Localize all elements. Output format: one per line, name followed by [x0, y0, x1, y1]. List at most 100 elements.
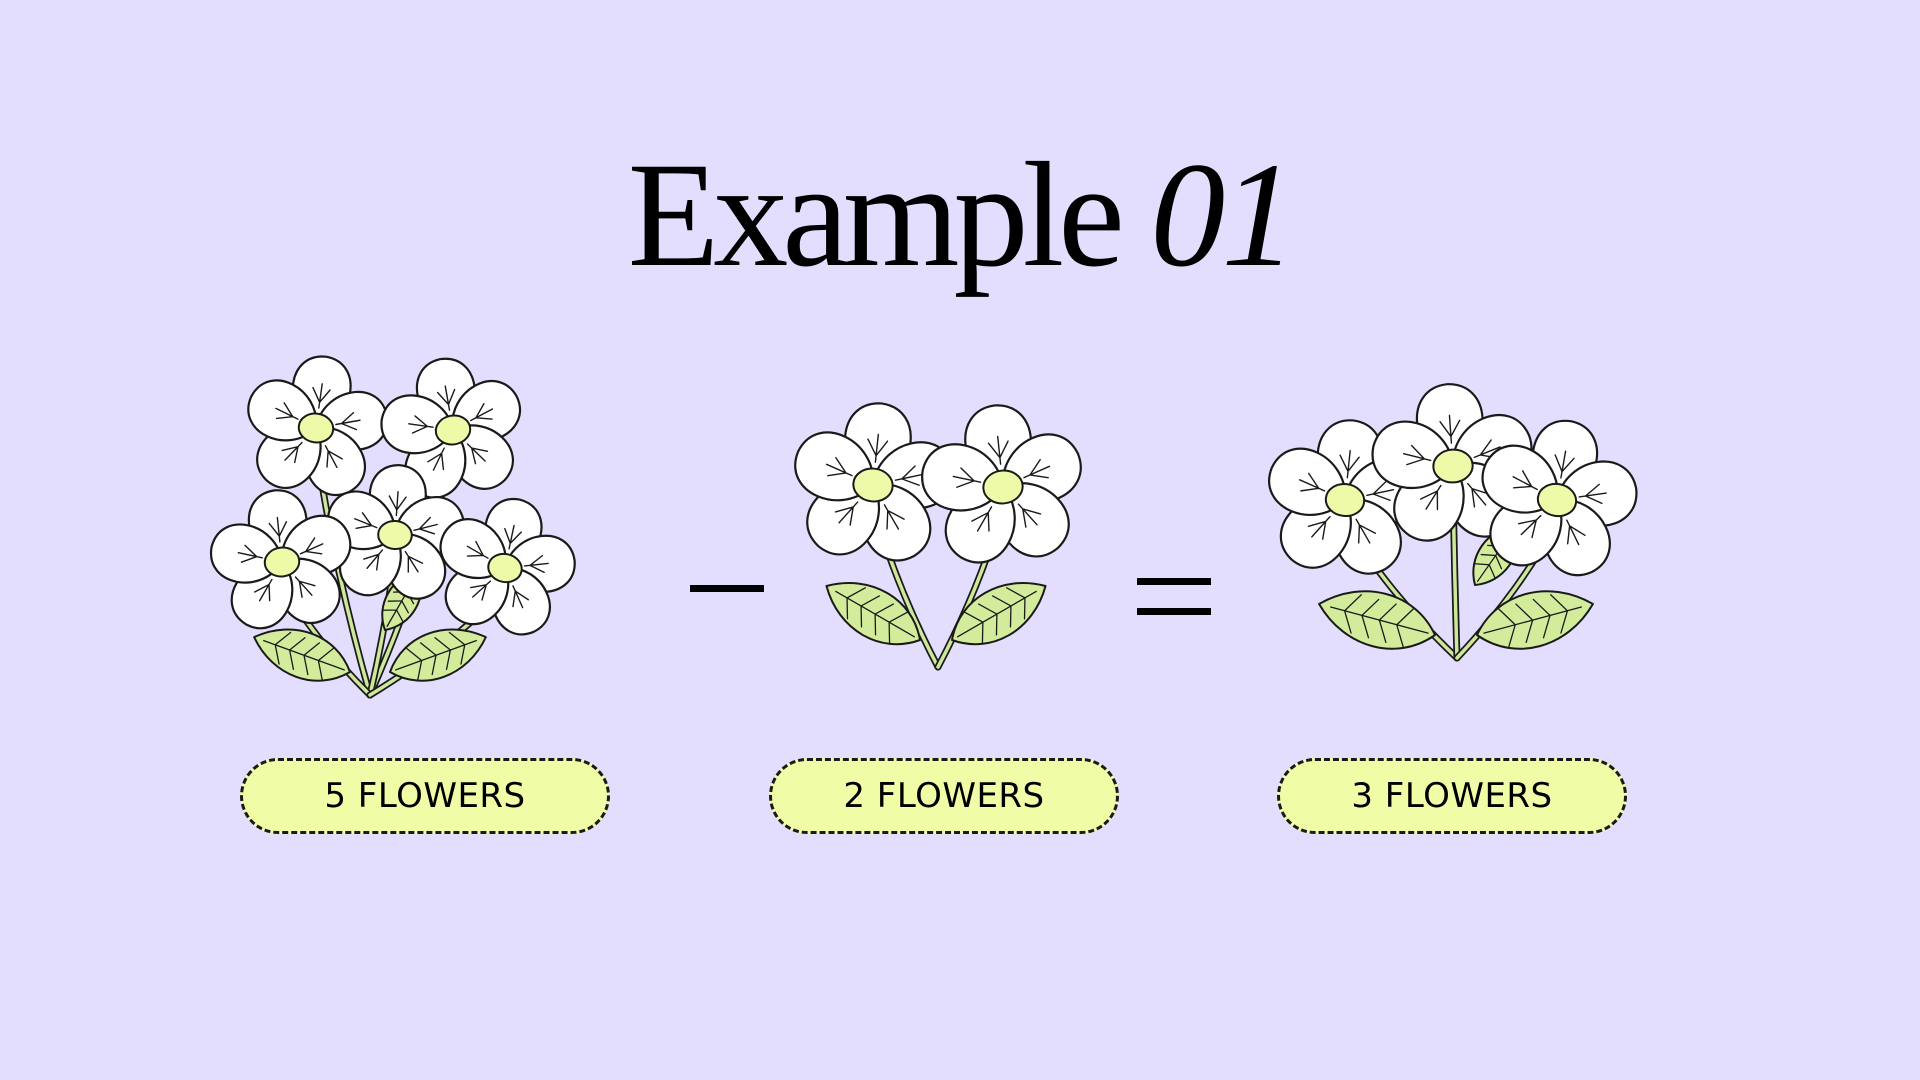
flower-petal — [1371, 420, 1455, 490]
flower-center — [1324, 482, 1366, 518]
minus-sign — [690, 585, 764, 592]
petal-vein — [466, 540, 489, 559]
flower — [439, 498, 576, 636]
petal-vein — [294, 576, 316, 598]
leaf-vein — [395, 631, 477, 681]
leaf — [389, 628, 487, 682]
leaf — [1318, 590, 1436, 650]
flower — [210, 489, 352, 630]
leaf — [951, 581, 1047, 646]
leaves — [825, 581, 1047, 646]
petal-vein — [1517, 514, 1542, 539]
petal-vein — [354, 512, 378, 530]
petal-vein — [363, 549, 384, 571]
flower-bouquet-icon — [1268, 383, 1638, 662]
petal-vein — [1339, 449, 1360, 479]
petal-vein — [1366, 480, 1395, 501]
petal-vein — [275, 402, 299, 420]
quantity-label-text: 5 FLOWERS — [324, 776, 526, 816]
petal-vein — [987, 435, 1009, 465]
petal-vein — [299, 537, 324, 555]
petal-vein — [523, 554, 549, 574]
flowers — [794, 402, 1082, 564]
petal-vein — [952, 467, 982, 488]
petal-vein — [254, 578, 273, 602]
petal-vein — [408, 415, 434, 434]
flowers — [1268, 383, 1638, 577]
page-title: Example 01 — [0, 140, 1920, 290]
equals-sign-top-bar — [1137, 578, 1211, 585]
flower-center — [1432, 448, 1474, 484]
flower-petal — [921, 443, 1005, 512]
petal-vein — [427, 447, 445, 471]
flower-center — [297, 412, 335, 444]
petal-vein — [825, 456, 853, 477]
petal-vein — [867, 433, 889, 463]
petal-vein — [1439, 414, 1461, 444]
flower — [1481, 419, 1638, 577]
quantity-label-text: 3 FLOWERS — [1351, 776, 1553, 816]
flower-center — [263, 546, 301, 578]
petal-vein — [834, 501, 859, 526]
flower-center — [1536, 482, 1578, 518]
quantity-label-2-flowers: 2 FLOWERS — [769, 758, 1119, 834]
flower — [247, 355, 389, 496]
leaf-vein — [1330, 594, 1429, 648]
flower-center — [434, 414, 472, 446]
leaf-vein — [1483, 594, 1582, 648]
petal-vein — [1017, 503, 1042, 528]
petal-vein — [1578, 483, 1607, 505]
petal-vein — [1355, 518, 1377, 544]
leaves — [253, 568, 487, 682]
flower-center — [487, 552, 523, 584]
petal-vein — [1023, 458, 1051, 479]
leaf-vein — [835, 587, 916, 644]
flower-petal — [210, 523, 284, 584]
petal-vein — [268, 516, 288, 543]
flower-bouquet-icon — [210, 355, 576, 699]
petal-vein — [237, 544, 263, 563]
petal-vein — [512, 585, 530, 609]
petal-vein — [281, 441, 303, 464]
flower-center — [852, 467, 894, 503]
petal-vein — [1307, 515, 1331, 540]
petal-vein — [312, 383, 331, 409]
quantity-label-5-flowers: 5 FLOWERS — [240, 758, 610, 834]
flower — [921, 404, 1082, 564]
leaf-vein — [1474, 529, 1516, 582]
petal-vein — [1402, 444, 1432, 466]
petal-vein — [436, 385, 456, 411]
leaf-vein — [382, 574, 420, 628]
petal-vein — [335, 411, 361, 431]
leaf-vein — [956, 587, 1037, 644]
petal-vein — [504, 524, 522, 550]
leaf — [825, 581, 921, 646]
petal-vein — [413, 516, 438, 535]
quantity-label-3-flowers: 3 FLOWERS — [1277, 758, 1627, 834]
quantity-label-text: 2 FLOWERS — [843, 776, 1045, 816]
petal-vein — [388, 491, 407, 517]
leaf — [1476, 590, 1594, 650]
flower-center — [377, 519, 413, 551]
flower — [1268, 419, 1425, 575]
flowers — [210, 355, 576, 636]
petal-vein — [466, 443, 489, 465]
petal-vein — [1298, 472, 1326, 492]
title-number: 01 — [1150, 132, 1296, 298]
petal-vein — [1512, 470, 1538, 491]
flower-bouquet-icon — [794, 402, 1082, 671]
leaf — [253, 628, 351, 682]
petal-vein — [1566, 519, 1586, 546]
flower-center — [982, 469, 1024, 505]
petal-vein — [894, 465, 924, 486]
petal-vein — [971, 506, 993, 532]
petal-vein — [470, 580, 492, 601]
title-word: Example — [627, 132, 1125, 298]
petal-vein — [883, 504, 905, 530]
petal-vein — [1554, 450, 1575, 479]
petal-vein — [404, 550, 424, 573]
petal-vein — [1420, 484, 1442, 511]
petal-vein — [470, 403, 494, 422]
petal-vein — [324, 445, 343, 469]
equals-sign-bottom-bar — [1137, 608, 1211, 615]
